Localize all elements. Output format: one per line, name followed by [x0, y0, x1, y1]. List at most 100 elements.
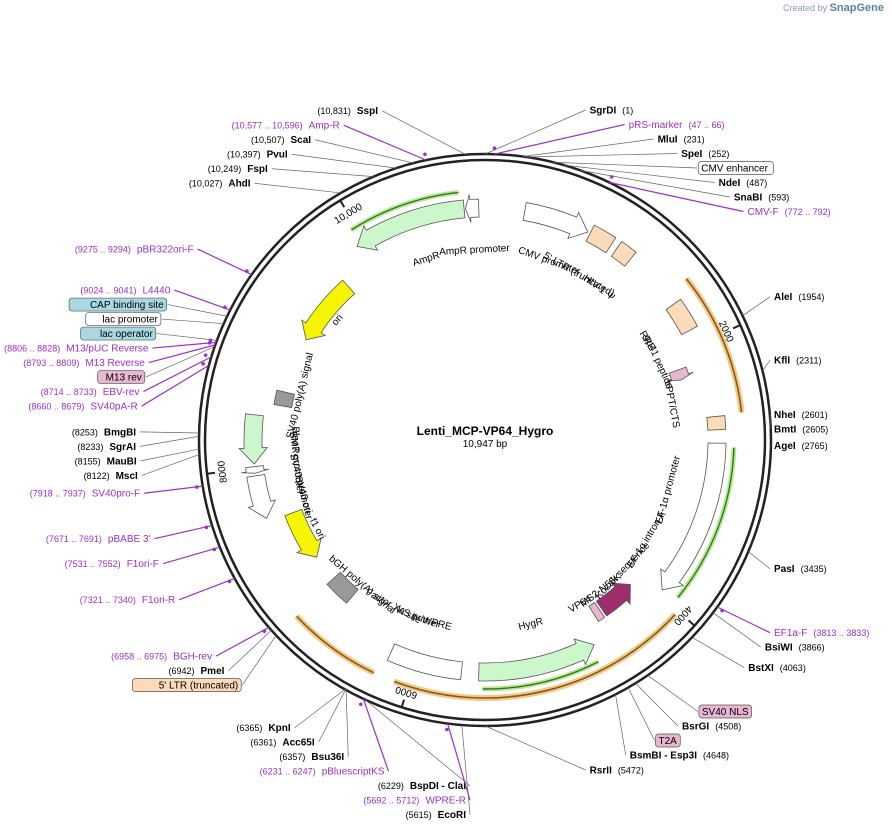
feature-rre[interactable]: [665, 298, 698, 336]
site-name: M13/pUC Reverse: [66, 344, 149, 355]
ruler-tick: [206, 471, 216, 475]
site-label-l4440: (9024 .. 9041)L4440: [80, 286, 170, 297]
site-name: BspDI - ClaI: [410, 781, 466, 792]
site-leader-line: [447, 723, 471, 801]
site-position: (6365): [236, 723, 262, 733]
site-leader-line: [197, 248, 252, 276]
site-box: [85, 312, 162, 326]
site-leader-line: [635, 682, 679, 727]
site-name: lac operator: [100, 329, 153, 340]
site-name: EcoRI: [438, 810, 467, 821]
site-position: (8806 .. 8828): [4, 344, 60, 354]
site-leader-line: [345, 689, 349, 757]
site-box: [97, 370, 146, 384]
ruler-tick: [339, 199, 346, 208]
feature-hiv-1[interactable]: [610, 240, 637, 267]
site-box: [68, 297, 168, 312]
site-position: (7321 .. 7340): [80, 595, 136, 605]
site-label-bgh-rev: (6958 .. 6975)BGH-rev: [111, 652, 212, 663]
feature-em7-promoter[interactable]: [241, 465, 270, 474]
site-label-sv40pro-f: (7918 .. 7937)SV40pro-F: [30, 489, 140, 500]
site-name: BmgBI: [104, 427, 136, 438]
site-name: SV40 NLS: [702, 707, 749, 718]
site-label-sv40-nls: SV40 NLS: [702, 707, 749, 718]
site-name: CMV enhancer: [701, 164, 768, 175]
feature-5-ltr-truncated[interactable]: [585, 224, 617, 254]
feature-ampr[interactable]: [356, 199, 466, 251]
site-position: (6942): [169, 666, 195, 676]
feature-bgh-poly-a-signal[interactable]: [326, 571, 359, 604]
ruler-tick-label: 8000: [216, 460, 230, 484]
feature-vp64[interactable]: [588, 601, 606, 623]
site-leader-line: [144, 485, 203, 494]
site-leader-line: [140, 431, 200, 434]
site-label-pmei: (6942) PmeI: [169, 666, 225, 677]
site-leader-line: [167, 304, 228, 317]
site-position: (1): [622, 106, 633, 116]
feature-f1-ori[interactable]: [284, 508, 322, 558]
site-position: (10,397): [227, 150, 261, 160]
site-name: MscI: [116, 471, 138, 482]
site-label-ef1a-f: EF1a-F(3813 .. 3833): [774, 628, 869, 639]
site-position: (6357): [279, 752, 305, 762]
feature-hygr[interactable]: [478, 638, 595, 682]
site-name: SV40pA-R: [90, 402, 137, 413]
site-label-amp-r: (10,577 .. 10,596)Amp-R: [232, 121, 340, 132]
feature-gp41-peptide[interactable]: [666, 366, 694, 382]
site-position: (8793 .. 8809): [23, 358, 79, 368]
site-name: KflI: [774, 356, 790, 367]
site-leader-line: [162, 546, 221, 565]
feature-ef-1-promoter[interactable]: [660, 442, 727, 591]
site-position: (2311): [796, 356, 821, 366]
site-label-m13-reverse: (8793 .. 8809)M13 Reverse: [23, 358, 145, 369]
site-label-msci: (8122)MscI: [84, 471, 138, 482]
site-position: (6229): [378, 781, 404, 791]
site-leader-line: [608, 181, 744, 213]
site-name: PasI: [774, 564, 795, 575]
site-name: NheI: [774, 410, 796, 421]
feature-sv40-poly-a-signal[interactable]: [273, 389, 295, 409]
site-label-bsrgi: BsrGI(4508): [682, 721, 741, 732]
site-label-lac-operator: lac operator: [100, 329, 153, 340]
site-name: pBABE 3': [108, 534, 151, 545]
site-name: PmeI: [201, 666, 225, 677]
feature-label: AmpR promoter: [439, 243, 511, 258]
orf-arc: [482, 661, 599, 690]
site-label-fspi: (10,249)FspI: [208, 164, 268, 175]
feature-sv40-promoter[interactable]: [246, 473, 277, 519]
annotation-arcs: [294, 276, 745, 701]
primer-mark: [203, 353, 208, 357]
site-leader-line: [154, 524, 213, 540]
site-name: MluI: [658, 135, 678, 146]
feature-ampr-promoter[interactable]: [465, 194, 480, 223]
feature-wpre[interactable]: [386, 643, 463, 681]
site-label-ahdi: (10,027)AhdI: [189, 179, 251, 190]
feature-ori[interactable]: [301, 279, 356, 341]
primer-mark: [204, 525, 209, 530]
site-label-bsu36i: (6357) Bsu36I: [279, 752, 344, 763]
feature-ms2-n55k[interactable]: [595, 582, 631, 617]
site-leader-line: [178, 577, 235, 601]
orf-arc: [350, 191, 459, 231]
site-name: WPRE-R: [425, 796, 466, 807]
site-name: Bsu36I: [311, 752, 344, 763]
site-position: (8155): [75, 456, 101, 466]
primer-mark: [223, 305, 227, 310]
site-leader-line: [343, 124, 427, 161]
site-label-t2a: T2A: [659, 736, 678, 747]
feature-label: BleoR: [289, 426, 300, 453]
site-label-nhei: NheI(2601): [774, 410, 828, 421]
site-leader-line: [563, 164, 715, 183]
site-labels: SgrDI(1)pRS-marker(47 .. 66)MluI(231)Spe…: [4, 106, 869, 822]
site-name: NdeI: [719, 178, 741, 189]
site-label-f1ori-f: (7531 .. 7552)F1ori-F: [65, 559, 159, 570]
orf-arc: [685, 278, 743, 413]
site-position: (252): [708, 149, 729, 159]
site-name: AhdI: [228, 179, 250, 190]
feature-cppt-cts[interactable]: [706, 415, 727, 431]
site-position: (9024 .. 9041): [80, 286, 136, 296]
feature-cmv-promoter[interactable]: [522, 202, 589, 240]
site-box: [697, 161, 774, 175]
watermark-brand: SnapGene: [829, 2, 884, 14]
feature-bleor[interactable]: [238, 413, 268, 465]
